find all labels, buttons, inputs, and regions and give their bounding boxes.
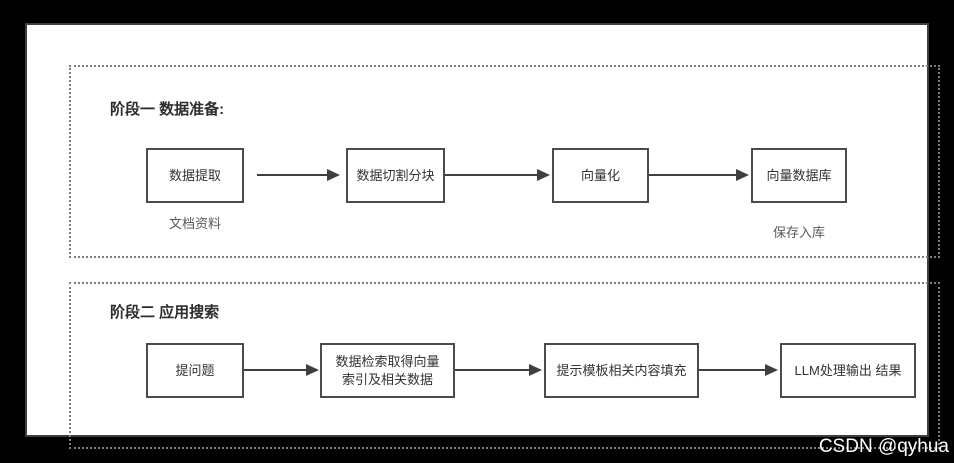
arrow-head [736,169,749,181]
arrow-line [699,369,767,371]
node-label: 向量数据库 [766,167,832,183]
node-ask-question: 提问题 [146,343,244,398]
csdn-watermark: CSDN @qyhua [818,436,949,457]
node-label: 数据切割分块 [356,167,435,183]
node-label: 提问题 [175,362,215,378]
phase2-group-border [69,282,940,449]
flow-arrow-icon [445,169,550,181]
node-label: 向量化 [580,167,620,183]
node-label: LLM处理输出 结果 [794,362,902,378]
node-label-line1: 数据检索取得向量 [335,353,440,369]
node-prompt-template-fill: 提示模板相关内容填充 [544,343,699,398]
arrow-head [765,364,778,376]
arrow-line [244,369,308,371]
node-llm-output-result: LLM处理输出 结果 [780,343,916,398]
flow-arrow-icon [244,364,319,376]
node-data-chunking: 数据切割分块 [346,148,445,203]
arrow-line [455,369,531,371]
flow-arrow-icon [257,169,340,181]
phase1-group-border [69,65,940,258]
note-save-to-db: 保存入库 [772,225,825,240]
phase2-title: 阶段二 应用搜索 [110,304,220,321]
arrow-line [649,174,738,176]
flow-arrow-icon [455,364,542,376]
arrow-line [445,174,539,176]
note-document-source: 文档资料 [168,216,221,231]
flow-arrow-icon [649,169,749,181]
arrow-head [537,169,550,181]
node-vector-retrieval: 数据检索取得向量 索引及相关数据 [320,343,455,398]
diagram-panel: 阶段一 数据准备: 数据提取 数据切割分块 向量化 向量数据库 文档资料 保存入… [25,23,940,449]
arrow-head [529,364,542,376]
node-label-line2: 索引及相关数据 [341,371,433,387]
flow-arrow-icon [699,364,778,376]
arrow-head [306,364,319,376]
phase1-title: 阶段一 数据准备: [110,101,225,118]
arrow-head [327,169,340,181]
arrow-line [257,174,329,176]
node-label: 数据提取 [168,167,221,183]
node-vectorization: 向量化 [552,148,649,203]
node-vector-database: 向量数据库 [751,148,847,203]
node-data-extraction: 数据提取 [146,148,244,203]
node-label: 提示模板相关内容填充 [556,362,687,378]
